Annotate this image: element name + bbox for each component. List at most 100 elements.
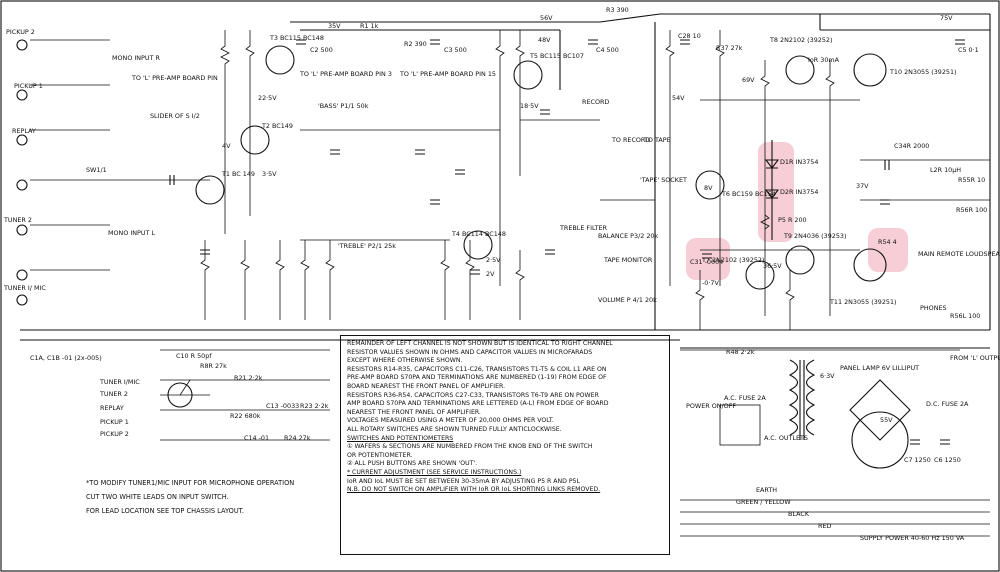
label-green-yellow: GREEN / YELLOW xyxy=(736,498,791,506)
label-sw1: SW1/1 xyxy=(86,166,107,174)
label-r56: R56R 100 xyxy=(956,206,987,214)
resistor-drops xyxy=(200,30,835,330)
label-r21: R21 2·2k xyxy=(234,374,263,382)
input-labels: PICKUP 2 PICKUP 1 REPLAY TUNER 2 TUNER I… xyxy=(3,28,218,292)
rail-neg07: -0·7V xyxy=(702,279,719,287)
label-ior: IoR 30mA xyxy=(808,56,840,64)
supply-rails xyxy=(20,13,991,349)
label-power: POWER ON/OFF xyxy=(686,402,736,410)
label-from-l: FROM 'L' OUTPUT xyxy=(950,354,1000,362)
label-t9: T9 2N4036 (39253) xyxy=(783,232,846,240)
label-d1: D1R IN3754 xyxy=(780,158,818,166)
label-c10r: C10 R 50pf xyxy=(176,352,212,360)
mic-note-line: FOR LEAD LOCATION SEE TOP CHASSIS LAYOUT… xyxy=(86,507,245,515)
label-t1: T1 BC 149 xyxy=(221,170,255,178)
signal-lines xyxy=(30,39,990,537)
label-r8r: R8R 27k xyxy=(200,362,227,370)
label-c31: C31 -0004 xyxy=(690,258,723,266)
label-r48: R48 2·2k xyxy=(726,348,755,356)
label-c7: C7 1250 xyxy=(904,456,931,464)
rail-48v: 48V xyxy=(538,36,551,44)
label-r1: R1 1k xyxy=(360,22,379,30)
label-volume: VOLUME P 4/1 20k xyxy=(598,296,657,304)
label-earth: EARTH xyxy=(756,486,777,494)
label-preamp-pin3: TO 'L' PRE-AMP BOARD PIN 3 xyxy=(299,70,392,78)
label-treble-filter: TREBLE FILTER xyxy=(559,224,608,232)
label-r54: R54 4 xyxy=(878,238,897,246)
rail-4v: 4V xyxy=(222,142,231,150)
note-line: EXCEPT WHERE OTHERWISE SHOWN. xyxy=(347,357,463,365)
input-jacks xyxy=(16,39,28,306)
label-slider: SLIDER OF S I/2 xyxy=(150,112,200,120)
label-c28: C28 10 xyxy=(678,32,701,40)
label-c5: C5 0·1 xyxy=(958,46,979,54)
label-mono-l: MONO INPUT L xyxy=(108,229,156,237)
notes-current-adjustment: * CURRENT ADJUSTMENT (SEE SERVICE INSTRU… xyxy=(347,468,522,476)
note-line: IoR AND IoL MUST BE SET BETWEEN 30-35mA … xyxy=(347,477,580,485)
label-replay: REPLAY xyxy=(12,127,36,135)
diode-chain xyxy=(760,140,780,240)
label-t8: T8 2N2102 (39252) xyxy=(769,36,832,44)
label-c2: C2 500 xyxy=(310,46,333,54)
label-sel-tuner-mic: TUNER I/MIC xyxy=(99,378,140,386)
rail-labels: R3 390 56V 75V 35V 48V 54V 69V 37V 22·5V… xyxy=(222,6,953,287)
note-line: RESISTOR VALUES SHOWN IN OHMS AND CAPACI… xyxy=(347,348,593,356)
rail-75v: 75V xyxy=(940,14,953,22)
rail-35small: 3·5V xyxy=(262,170,277,178)
label-c3: C3 500 xyxy=(444,46,467,54)
note-line: AMP BOARD S70PA AND TERMINATIONS ARE LET… xyxy=(347,400,609,408)
label-55v: 55V xyxy=(880,416,893,424)
input-selector xyxy=(160,379,210,408)
label-tuner-mic: TUNER I/ MIC xyxy=(3,284,46,292)
note-line: NEAREST THE FRONT PANEL OF AMPLIFIER. xyxy=(347,408,481,416)
label-bass: 'BASS' P1/1 50k xyxy=(318,102,369,110)
label-ac-outlets: A.C. OUTLETS xyxy=(764,434,808,442)
label-r56l: R56L 100 xyxy=(950,312,980,320)
label-c1ab: C1A, C1B -01 (2x-005) xyxy=(30,354,102,362)
label-sel-pickup1: PICKUP 1 xyxy=(100,418,129,426)
label-t2: T2 BC149 xyxy=(261,122,293,130)
note-line: OR POTENTIOMETER. xyxy=(347,451,413,459)
note-line: BOARD NEAREST THE FRONT PANEL OF AMPLIFI… xyxy=(347,382,506,390)
note-line: RESISTORS R36-R54, CAPACITORS C27-C33, T… xyxy=(347,391,599,399)
label-dc-fuse: D.C. FUSE 2A xyxy=(926,400,969,408)
rail-37v: 37V xyxy=(856,182,869,190)
rail-56v: 56V xyxy=(540,14,553,22)
note-line: ② ALL PUSH BUTTONS ARE SHOWN 'OUT'. xyxy=(347,460,478,468)
label-mono-r: MONO INPUT R xyxy=(112,54,161,62)
mic-modification-note: *TO MODIFY TUNER1/MIC INPUT FOR MICROPHO… xyxy=(86,476,336,518)
rail-r3: R3 390 xyxy=(606,6,629,14)
label-tape-socket: 'TAPE' SOCKET xyxy=(640,176,687,184)
highlight-c31 xyxy=(686,238,730,280)
power-supply xyxy=(719,359,911,446)
label-supply: SUPPLY POWER 40-60 Hz 150 VA xyxy=(860,534,965,542)
rail-2v: 2V xyxy=(486,270,495,278)
note-warning: N.B. DO NOT SWITCH ON AMPLIFIER WITH IoR… xyxy=(347,486,601,494)
label-tape-monitor: TAPE MONITOR xyxy=(603,256,653,264)
label-to-tape: TO TAPE xyxy=(643,136,671,144)
label-r37: R37 27k xyxy=(716,44,743,52)
label-c4: C4 500 xyxy=(596,46,619,54)
rail-69v: 69V xyxy=(742,76,755,84)
label-c13: C13 -0033 xyxy=(266,402,299,410)
label-t3: T3 BC115 BC148 xyxy=(269,34,324,42)
label-red: RED xyxy=(818,522,831,530)
label-c14: C14 -01 xyxy=(244,434,269,442)
note-line: RESISTORS R14-R35, CAPACITORS C11-C26, T… xyxy=(347,365,607,373)
label-to-l-preamp: TO 'L' PRE-AMP BOARD PIN xyxy=(131,74,218,82)
rail-54v: 54V xyxy=(672,94,685,102)
rail-365v: 36·5V xyxy=(763,262,782,270)
label-t5: T5 BC115 BC107 xyxy=(529,52,584,60)
label-pickup2: PICKUP 2 xyxy=(6,28,35,36)
note-line: PRE-AMP BOARD S70PA AND TERMINATIONS ARE… xyxy=(347,374,607,382)
label-r24: R24 27k xyxy=(284,434,311,442)
label-black: BLACK xyxy=(788,510,810,518)
note-line: REMAINDER OF LEFT CHANNEL IS NOT SHOWN B… xyxy=(347,340,613,347)
label-t11: T11 2N3055 (39251) xyxy=(829,298,897,306)
notes-heading: SWITCHES AND POTENTIOMETERS xyxy=(347,434,454,442)
rail-22v: 22·5V xyxy=(258,94,277,102)
label-record: RECORD xyxy=(582,98,609,106)
label-ac-fuse: A.C. FUSE 2A xyxy=(724,394,766,402)
mic-note-line: CUT TWO WHITE LEADS ON INPUT SWITCH. xyxy=(86,493,229,501)
label-balance: BALANCE P3/2 20k xyxy=(598,232,658,240)
